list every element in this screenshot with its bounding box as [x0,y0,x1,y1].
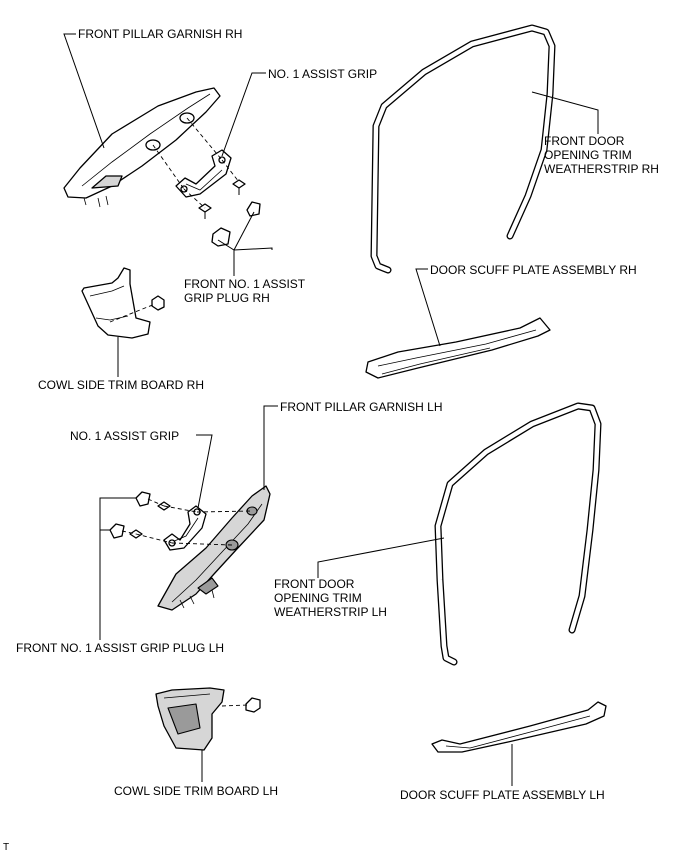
label-door-scuff-plate-lh: DOOR SCUFF PLATE ASSEMBLY LH [400,788,605,802]
label-door-opening-trim-lh-line2: OPENING TRIM [274,591,362,605]
dashed-leaders-lh-grip [121,498,253,546]
label-assist-grip-plug-rh-line1: FRONT NO. 1 ASSIST [184,277,306,291]
label-cowl-side-trim-board-rh: COWL SIDE TRIM BOARD RH [38,378,204,392]
label-assist-grip-lh: NO. 1 ASSIST GRIP [70,429,179,443]
assist-grip-plug-rh [211,201,261,247]
door-scuff-plate-lh [431,701,607,753]
label-cowl-side-trim-board-lh: COWL SIDE TRIM BOARD LH [114,784,278,798]
leader-lines [63,33,599,786]
assist-grip-rh [175,149,232,198]
dashed-leaders-rh-grip [152,117,240,209]
label-door-opening-trim-rh-line1: FRONT DOOR [544,134,625,148]
label-door-opening-trim-lh-line3: WEATHERSTRIP LH [274,605,387,619]
cowl-side-trim-board-rh [81,267,165,339]
label-door-opening-trim-rh-line2: OPENING TRIM [544,148,632,162]
label-front-pillar-garnish-lh: FRONT PILLAR GARNISH LH [280,400,442,414]
front-door-opening-trim-weatherstrip-lh [434,402,602,666]
cowl-side-trim-board-lh [155,687,261,751]
front-pillar-garnish-lh [157,485,271,611]
door-scuff-plate-rh [365,317,551,379]
assist-grip-screws-lh [129,501,171,539]
front-pillar-garnish-rh [63,87,221,208]
label-assist-grip-plug-lh: FRONT NO. 1 ASSIST GRIP PLUG LH [16,641,224,655]
label-door-opening-trim-lh-line1: FRONT DOOR [274,577,355,591]
corner-mark: T [3,842,9,852]
label-assist-grip-rh: NO. 1 ASSIST GRIP [268,67,377,81]
label-front-pillar-garnish-rh: FRONT PILLAR GARNISH RH [78,27,242,41]
assist-grip-lh [163,505,207,551]
label-door-scuff-plate-rh: DOOR SCUFF PLATE ASSEMBLY RH [430,263,637,277]
assist-grip-screws-rh [198,179,246,219]
label-door-opening-trim-rh-line3: WEATHERSTRIP RH [544,162,659,176]
front-door-opening-trim-weatherstrip-rh [370,24,556,274]
label-assist-grip-plug-rh-line2: GRIP PLUG RH [184,291,270,305]
assist-grip-plug-lh [109,491,151,539]
